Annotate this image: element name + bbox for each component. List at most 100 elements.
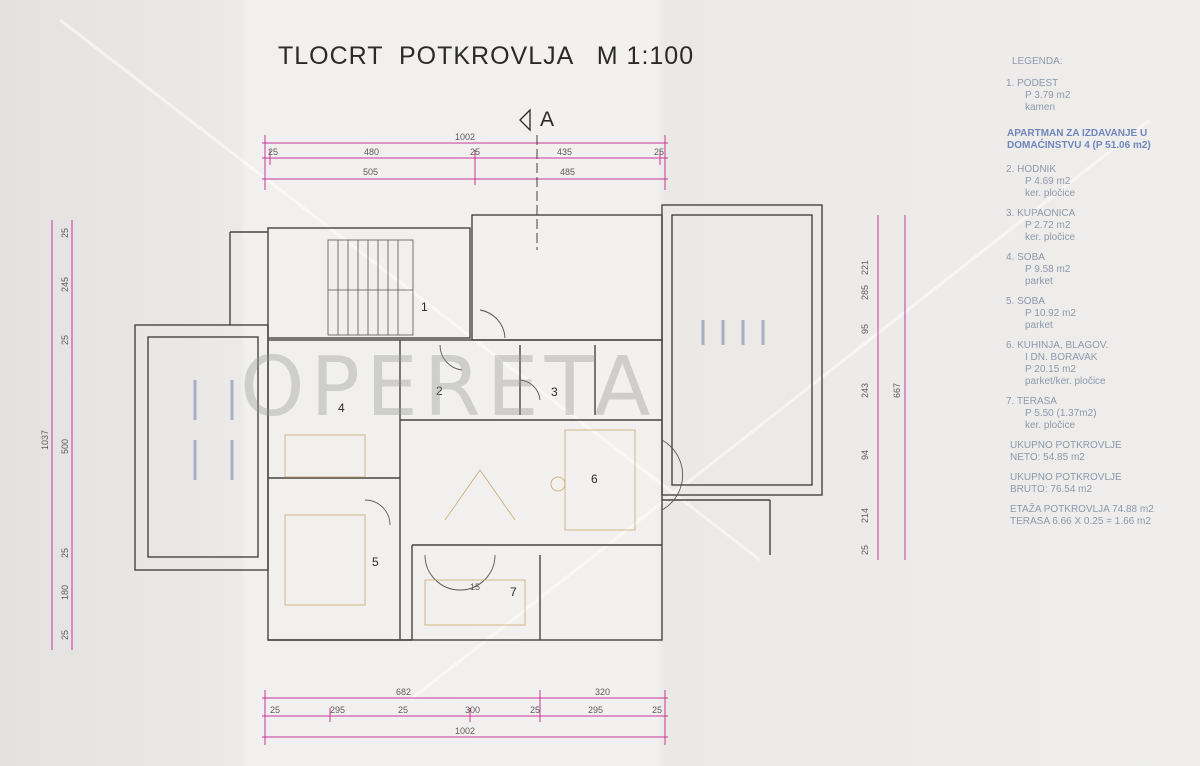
legend-total-etaza: ETAŽA POTKROVLJA 74.88 m2 TERASA 6.66 X … bbox=[1010, 504, 1195, 528]
legend-item-label: 6. KUHINJA, BLAGOV. bbox=[1006, 340, 1109, 351]
legend-apartment-heading: APARTMAN ZA IZDAVANJE U DOMAĆINSTVU 4 (P… bbox=[1007, 128, 1151, 151]
legend-total-label: ETAŽA POTKROVLJA 74.88 m2 bbox=[1010, 504, 1154, 515]
dim-bottom-wall-3: 25 bbox=[530, 705, 540, 715]
legend-total-label: UKUPNO POTKROVLJE bbox=[1010, 472, 1122, 483]
roof-rafters-left bbox=[193, 380, 234, 480]
legend-item-area: P 20.15 m2 bbox=[1025, 364, 1076, 375]
legend-item-label: 3. KUPAONICA bbox=[1006, 208, 1076, 219]
legend-item-label: 7. TERASA bbox=[1006, 396, 1057, 407]
legend-item-area: P 5.50 (1.37m2) bbox=[1025, 408, 1097, 419]
legend-item-finish: ker. pločice bbox=[1025, 420, 1076, 431]
dim-bottom-wall-2: 25 bbox=[398, 705, 408, 715]
legend-item-finish: kamen bbox=[1025, 102, 1056, 113]
dim-top-wall-left: 25 bbox=[268, 147, 278, 157]
dim-right-1: 221 bbox=[860, 260, 870, 275]
dim-left-2: 245 bbox=[60, 277, 70, 292]
room-number-4: 4 bbox=[338, 401, 345, 415]
legend-item-hodnik: 2. HODNIK P 4.69 m2 ker. pločice bbox=[1000, 164, 1195, 200]
dim-right-3: 95 bbox=[860, 324, 870, 334]
section-mark-label: A bbox=[540, 108, 555, 131]
legend-item-label: 4. SOBA bbox=[1006, 252, 1045, 263]
left-dimension-lines bbox=[51, 220, 73, 650]
dim-left-3: 25 bbox=[60, 335, 70, 345]
legend-item-area: P 10.92 m2 bbox=[1025, 308, 1076, 319]
roof-rafters-right bbox=[701, 320, 765, 345]
dim-top-wall-mid: 25 bbox=[470, 147, 480, 157]
dim-left-6: 180 bbox=[60, 585, 70, 600]
legend-item-label: 1. PODEST bbox=[1006, 78, 1059, 89]
dim-bottom-right: 320 bbox=[595, 687, 610, 697]
dim-right-6: 214 bbox=[860, 508, 870, 523]
legend-item-area: P 9.58 m2 bbox=[1025, 264, 1071, 275]
top-dimension-lines bbox=[262, 135, 668, 190]
dim-left-4: 500 bbox=[60, 439, 70, 454]
legend-item-label: 5. SOBA bbox=[1006, 296, 1045, 307]
top-dimension-labels: 1002 25 480 25 435 25 505 485 bbox=[268, 132, 664, 177]
dim-left-5: 25 bbox=[60, 548, 70, 558]
legend-total-value: TERASA 6.66 X 0.25 = 1.66 m2 bbox=[1010, 516, 1151, 527]
legend-item-finish: ker. pločice bbox=[1025, 188, 1076, 199]
bottom-dimension-labels: 682 320 25 295 25 300 25 295 25 1002 bbox=[270, 687, 662, 736]
legend-item-finish: ker. pločice bbox=[1025, 232, 1076, 243]
furniture bbox=[284, 429, 636, 626]
legend-total-value: BRUTO: 76.54 m2 bbox=[1010, 484, 1093, 495]
dim-right-5: 94 bbox=[860, 450, 870, 460]
legend-item-soba-5: 5. SOBA P 10.92 m2 parket bbox=[1000, 296, 1195, 332]
legend-total-bruto: UKUPNO POTKROVLJE BRUTO: 76.54 m2 bbox=[1010, 472, 1195, 496]
legend-item-finish: parket bbox=[1025, 320, 1053, 331]
room-number-6: 6 bbox=[591, 472, 598, 486]
dim-bottom-seg-1: 295 bbox=[330, 705, 345, 715]
legend-heading: LEGENDA: bbox=[1012, 56, 1063, 67]
dim-bottom-seg-3: 295 bbox=[588, 705, 603, 715]
room-number-2: 2 bbox=[436, 384, 443, 398]
legend-item-kuhinja: 6. KUHINJA, BLAGOV. I DN. BORAVAK P 20.1… bbox=[1000, 340, 1195, 388]
dim-left-7: 25 bbox=[60, 630, 70, 640]
dim-top-wall-right: 25 bbox=[654, 147, 664, 157]
watermark: OPERETA bbox=[240, 340, 657, 435]
right-dimension-labels: 221 285 95 243 94 214 25 667 bbox=[860, 260, 902, 555]
dim-bottom-wall-4: 25 bbox=[652, 705, 662, 715]
bottom-dimension-lines bbox=[262, 690, 668, 745]
left-dimension-labels: 1037 25 245 25 500 25 180 25 bbox=[40, 228, 70, 640]
dim-right-overall: 667 bbox=[892, 383, 902, 398]
right-dimension-lines bbox=[877, 215, 906, 560]
room-number-3: 3 bbox=[551, 385, 558, 399]
legend-item-terasa: 7. TERASA P 5.50 (1.37m2) ker. pločice bbox=[1000, 396, 1195, 432]
legend-item-kupaonica: 3. KUPAONICA P 2.72 m2 ker. pločice bbox=[1000, 208, 1195, 244]
legend-total-neto: UKUPNO POTKROVLJE NETO: 54.85 m2 bbox=[1010, 440, 1195, 464]
section-arrow-icon bbox=[519, 108, 531, 132]
dim-top-right: 435 bbox=[557, 147, 572, 157]
legend-item-area: P 3.79 m2 bbox=[1025, 90, 1071, 101]
dim-left-overall: 1037 bbox=[40, 430, 50, 450]
dim-top-left: 480 bbox=[364, 147, 379, 157]
dim-top-right-axis: 485 bbox=[560, 167, 575, 177]
room-number-7: 7 bbox=[510, 585, 517, 599]
dim-top-overall: 1002 bbox=[455, 132, 475, 142]
room-number-5: 5 bbox=[372, 555, 379, 569]
legend-item-soba-4: 4. SOBA P 9.58 m2 parket bbox=[1000, 252, 1195, 288]
drawing-title: TLOCRT POTKROVLJA M 1:100 bbox=[278, 42, 695, 70]
staircase bbox=[327, 239, 414, 336]
dim-right-4: 243 bbox=[860, 383, 870, 398]
dim-left-1: 25 bbox=[60, 228, 70, 238]
dim-bottom-overall: 1002 bbox=[455, 726, 475, 736]
legend-panel: LEGENDA: 1. PODEST P 3.79 m2 kamen APART… bbox=[1000, 56, 1195, 534]
legend-item-label: 2. HODNIK bbox=[1006, 164, 1057, 175]
dim-bottom-seg-2: 300 bbox=[465, 705, 480, 715]
legend-item-finish: parket bbox=[1025, 276, 1053, 287]
dim-bottom-left: 682 bbox=[396, 687, 411, 697]
room-numbers: 1 2 3 4 5 6 7 15 bbox=[338, 300, 598, 599]
dim-right-7: 25 bbox=[860, 545, 870, 555]
legend-total-value: NETO: 54.85 m2 bbox=[1010, 452, 1085, 463]
dim-top-left-axis: 505 bbox=[363, 167, 378, 177]
legend-item-label-cont: I DN. BORAVAK bbox=[1025, 352, 1098, 363]
legend-item-area: P 2.72 m2 bbox=[1025, 220, 1071, 231]
room-number-15: 15 bbox=[470, 582, 480, 592]
legend-item-podest: 1. PODEST P 3.79 m2 kamen bbox=[1000, 78, 1195, 114]
room-number-1: 1 bbox=[421, 300, 428, 314]
building-walls bbox=[134, 204, 823, 641]
dim-bottom-wall-1: 25 bbox=[270, 705, 280, 715]
legend-item-area: P 4.69 m2 bbox=[1025, 176, 1071, 187]
